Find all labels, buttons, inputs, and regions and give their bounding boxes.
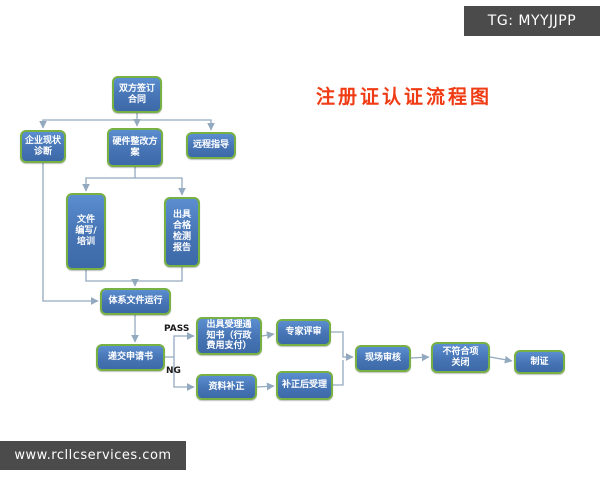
- node-submit-application: 递交申请书: [96, 344, 165, 371]
- node-post-correction-acceptance: 补正后受理: [276, 371, 333, 400]
- node-expert-review: 专家评审: [276, 319, 331, 346]
- node-hardware-plan: 硬件整改方 案: [107, 128, 163, 167]
- node-doc-training: 文件 编写/ 培训: [66, 193, 106, 270]
- node-sign-contract: 双方签订 合同: [112, 76, 162, 113]
- node-material-correction: 资料补正: [196, 374, 257, 400]
- node-test-report: 出具 合格 检测 报告: [164, 197, 200, 267]
- telegram-banner: TG: MYYJJPP: [464, 6, 600, 36]
- ng-label: NG: [166, 366, 181, 376]
- node-acceptance-notice: 出具受理通 知书（行政 费用支付）: [196, 317, 262, 355]
- node-issue-certificate: 制证: [514, 350, 565, 374]
- page-title: 注册证认证流程图: [316, 86, 493, 108]
- node-status-diagnosis: 企业现状 诊断: [20, 130, 66, 163]
- node-remote-guidance: 远程指导: [186, 132, 236, 159]
- website-banner: www.rcllcservices.com: [0, 441, 186, 470]
- node-nonconformity-closure: 不符合项 关闭: [431, 342, 490, 373]
- node-onsite-audit: 现场审核: [355, 345, 411, 372]
- node-system-operation: 体系文件运行: [100, 288, 171, 315]
- pass-label: PASS: [164, 324, 190, 334]
